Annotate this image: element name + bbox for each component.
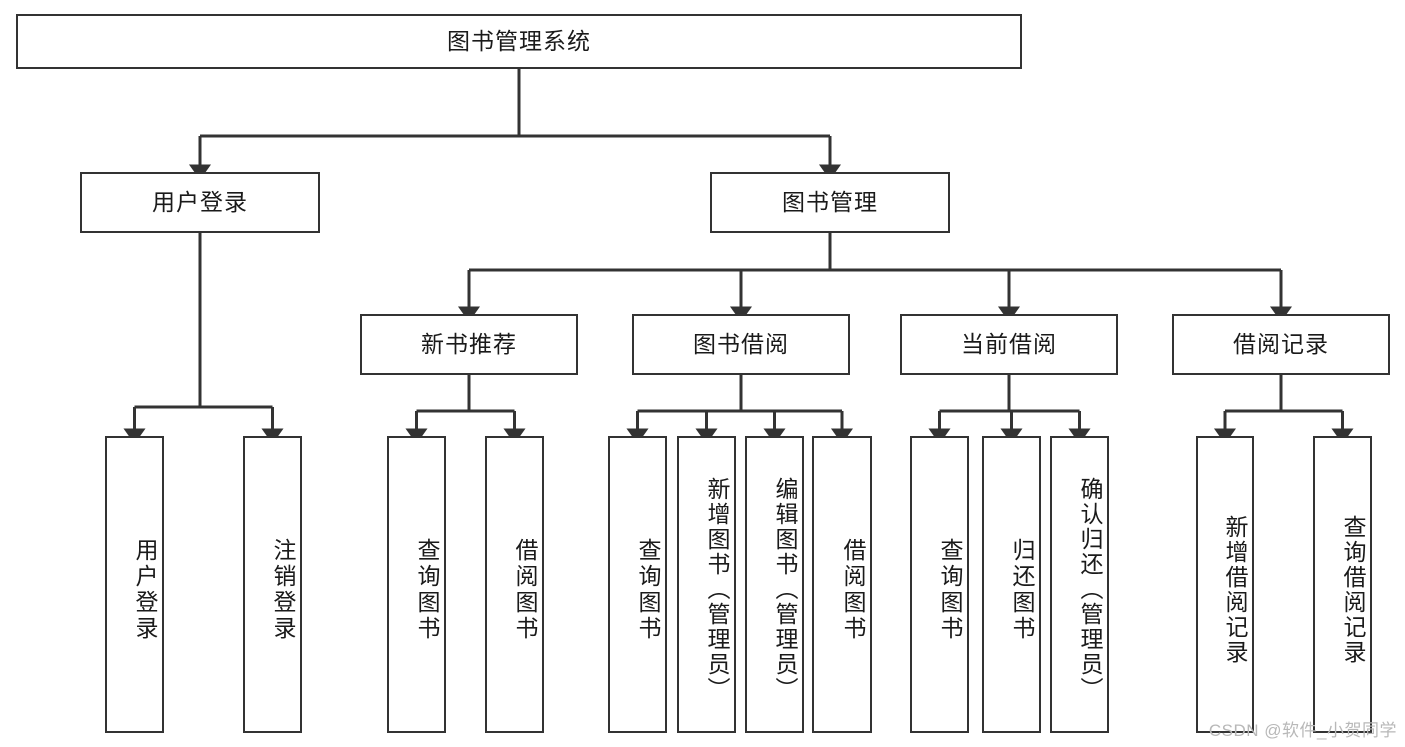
node-label: 新增借阅记录 [1222, 514, 1248, 665]
node-leaf-return-book[interactable]: 归还图书 [982, 436, 1041, 733]
node-leaf-borrow-book-2[interactable]: 借阅图书 [812, 436, 872, 733]
node-root[interactable]: 图书管理系统 [16, 14, 1022, 69]
node-leaf-query-book-1[interactable]: 查询图书 [387, 436, 446, 733]
node-label: 用户登录 [152, 188, 248, 215]
node-label: 注销登录 [270, 537, 296, 642]
node-label: 图书管理 [782, 188, 878, 215]
node-leaf-query-book-2[interactable]: 查询图书 [608, 436, 667, 733]
node-label: 借阅图书 [512, 537, 538, 642]
node-book-borrow[interactable]: 图书借阅 [632, 314, 850, 375]
node-borrow-record[interactable]: 借阅记录 [1172, 314, 1390, 375]
csdn-watermark: CSDN @软件_小贺同学 [1208, 721, 1397, 740]
node-label: 归还图书 [1009, 537, 1035, 642]
node-current-borrow[interactable]: 当前借阅 [900, 314, 1118, 375]
node-label: 图书借阅 [693, 330, 789, 357]
node-leaf-confirm-ret[interactable]: 确认归还（管理员） [1050, 436, 1109, 733]
node-leaf-borrow-book-1[interactable]: 借阅图书 [485, 436, 544, 733]
node-label: 当前借阅 [961, 330, 1057, 357]
node-leaf-add-record[interactable]: 新增借阅记录 [1196, 436, 1254, 733]
node-label: 借阅记录 [1233, 330, 1329, 357]
node-leaf-add-book[interactable]: 新增图书（管理员） [677, 436, 736, 733]
node-label: 新增图书（管理员） [704, 477, 730, 702]
node-leaf-user-logout[interactable]: 注销登录 [243, 436, 302, 733]
node-label: 查询借阅记录 [1340, 514, 1366, 665]
node-label: 图书管理系统 [447, 27, 591, 54]
node-label: 借阅图书 [840, 537, 866, 642]
node-label: 查询图书 [635, 537, 661, 642]
node-label: 编辑图书（管理员） [772, 477, 798, 702]
node-leaf-user-login[interactable]: 用户登录 [105, 436, 164, 733]
node-leaf-query-record[interactable]: 查询借阅记录 [1313, 436, 1372, 733]
node-user-login[interactable]: 用户登录 [80, 172, 320, 233]
node-leaf-query-book-3[interactable]: 查询图书 [910, 436, 969, 733]
node-label: 新书推荐 [421, 330, 517, 357]
node-label: 用户登录 [132, 537, 158, 642]
node-leaf-edit-book[interactable]: 编辑图书（管理员） [745, 436, 804, 733]
node-label: 查询图书 [414, 537, 440, 642]
node-label: 查询图书 [937, 537, 963, 642]
node-book-manage[interactable]: 图书管理 [710, 172, 950, 233]
node-label: 确认归还（管理员） [1077, 477, 1103, 702]
node-new-book-rec[interactable]: 新书推荐 [360, 314, 578, 375]
